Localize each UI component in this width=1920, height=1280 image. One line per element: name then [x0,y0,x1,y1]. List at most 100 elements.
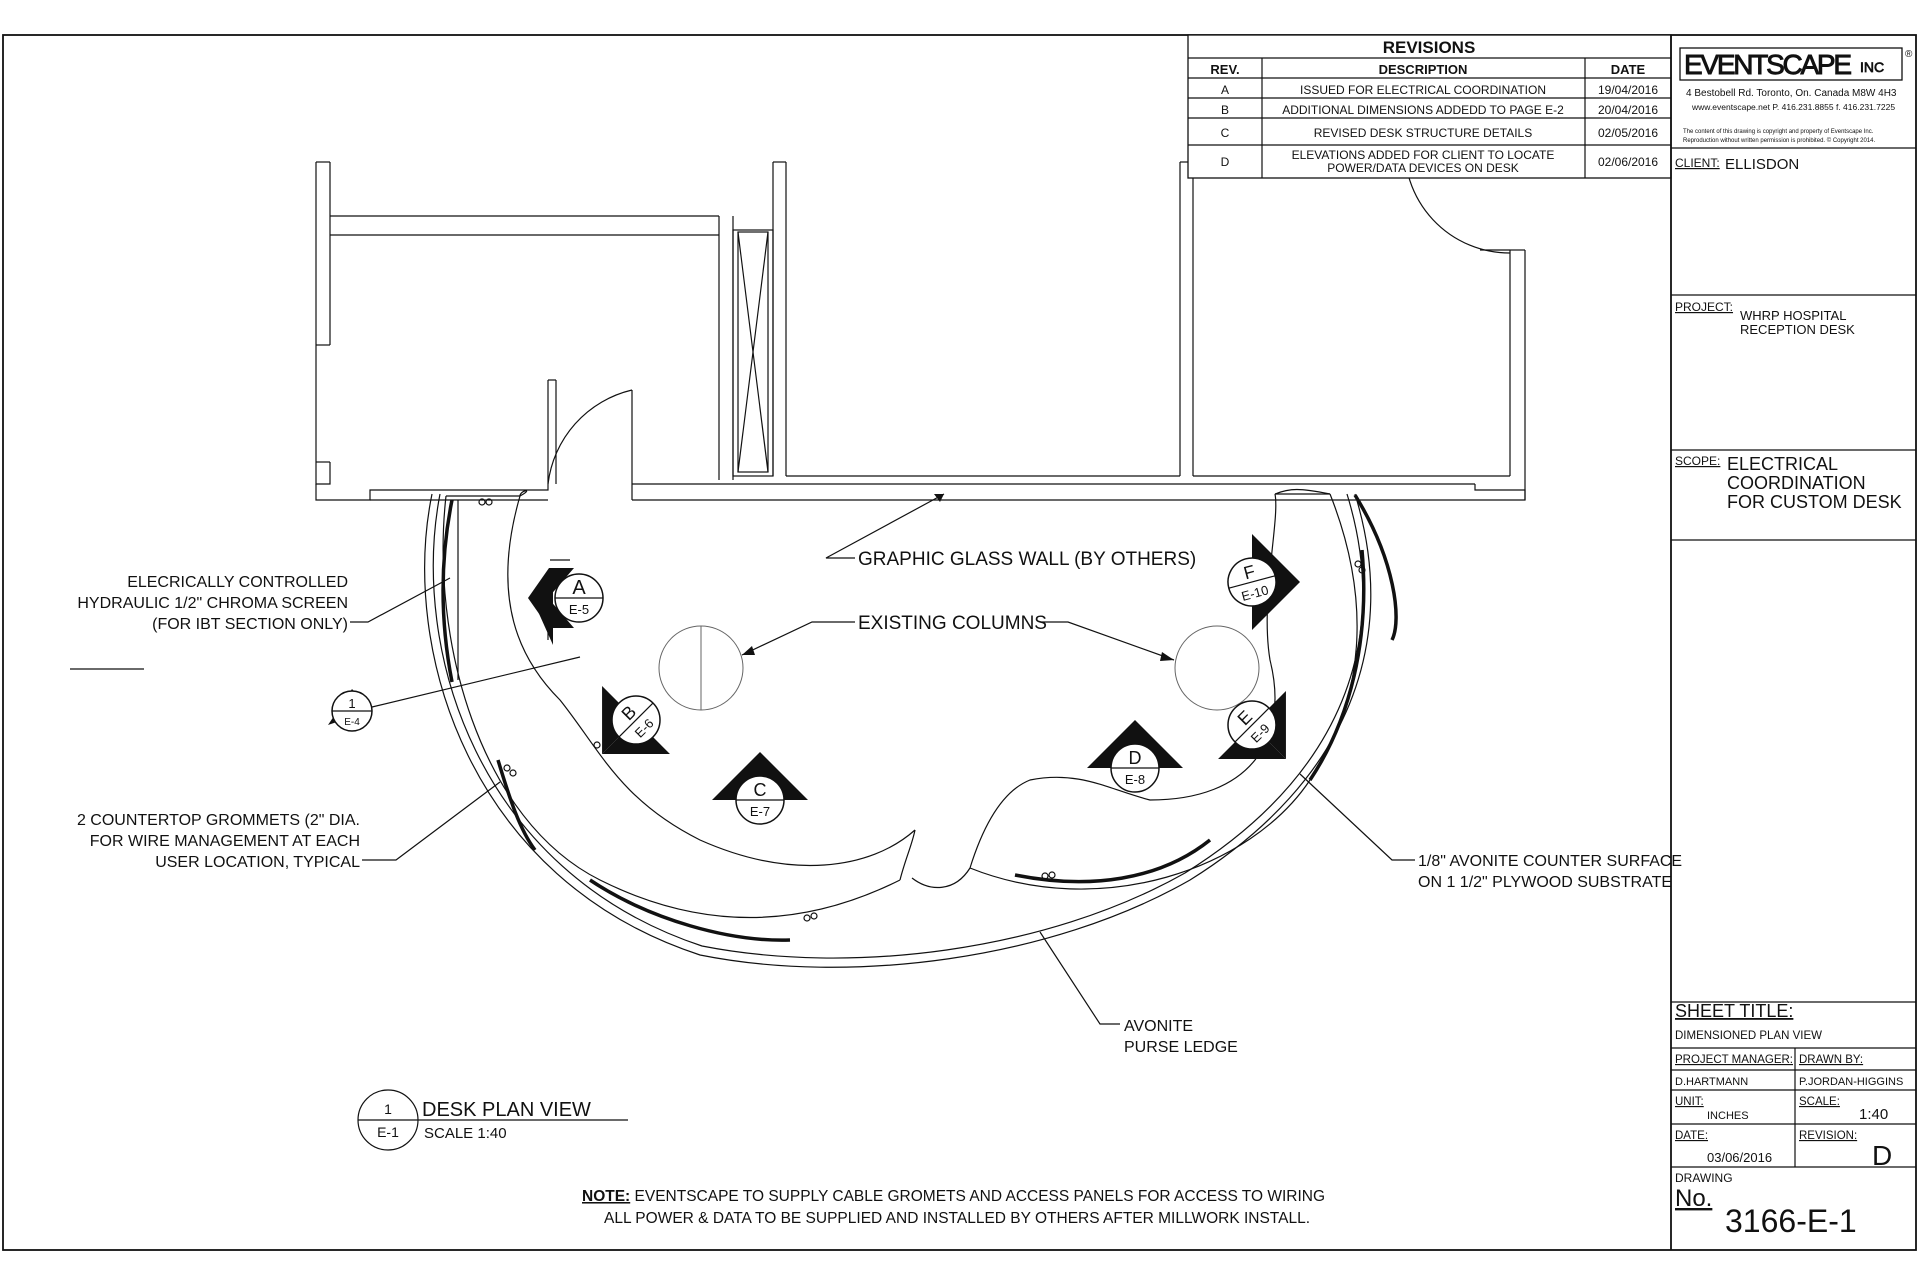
revisions-table: REVISIONS REV. DESCRIPTION DATE A ISSUED… [1187,34,1672,179]
sheet-border [2,34,1917,1251]
note-line1: NOTE: EVENTSCAPE TO SUPPLY CABLE GROMETS… [582,1188,1325,1205]
marker-c-letter: C [754,780,767,800]
copyright-1: The content of this drawing is copyright… [1683,129,1874,135]
revision-row-c-desc: REVISED DESK STRUCTURE DETAILS [1314,126,1532,140]
marker-b: B E-6 [602,686,670,754]
note-line2: ALL POWER & DATA TO BE SUPPLIED AND INST… [604,1210,1310,1227]
reception-desk [424,488,1398,968]
marker-f-letter: F [1242,561,1258,583]
label-counter-line1: 1/8" AVONITE COUNTER SURFACE [1418,853,1682,870]
note-label: NOTE: [582,1188,630,1205]
scope-label: SCOPE: [1675,454,1720,468]
drawn-label: DRAWN BY: [1799,1054,1863,1066]
marker-d-letter: D [1129,748,1142,768]
label-grommets-line1: 2 COUNTERTOP GROMMETS (2" DIA. [77,812,360,829]
label-glass-wall: GRAPHIC GLASS WALL (BY OTHERS) [858,549,1196,570]
section-markers: A E-5 B E-6 C E-7 [328,534,1300,825]
revision-label: REVISION: [1799,1130,1857,1142]
client-label: CLIENT: [1675,156,1720,170]
scope-line2: COORDINATION [1727,473,1866,493]
project-line1: WHRP HOSPITAL [1740,308,1846,323]
label-existing-columns: EXISTING COLUMNS [858,613,1047,634]
grommets [478,498,1366,922]
revision-row-b-date: 20/04/2016 [1598,103,1658,117]
view-title: 1 E-1 DESK PLAN VIEW SCALE 1:40 [357,1089,628,1151]
revision-row-d-date: 02/06/2016 [1598,155,1658,169]
revision-row-b-rev: B [1221,103,1229,117]
logo-text: EVENTSCAPE [1684,49,1854,80]
sheet-title: DIMENSIONED PLAN VIEW [1675,1030,1822,1042]
revision-row-d-rev: D [1221,155,1230,169]
label-screen-line1: ELECRICALLY CONTROLLED [127,574,348,591]
label-grommets-line3: USER LOCATION, TYPICAL [155,854,360,871]
marker-1: 1 E-4 [328,656,581,732]
scope-line3: FOR CUSTOM DESK [1727,492,1902,512]
label-screen-line3: (FOR IBT SECTION ONLY) [152,616,348,633]
pm-label: PROJECT MANAGER: [1675,1054,1793,1066]
marker-a-ref: E-5 [569,602,589,617]
existing-columns [658,625,1260,711]
project-label: PROJECT: [1675,300,1733,314]
view-title-title: DESK PLAN VIEW [422,1099,591,1121]
marker-c: C E-7 [712,752,808,825]
revision-row-a-desc: ISSUED FOR ELECTRICAL COORDINATION [1300,83,1546,97]
label-purse-line1: AVONITE [1124,1018,1193,1035]
scale-label: SCALE: [1799,1096,1840,1108]
marker-1-letter: 1 [348,696,355,711]
marker-d-ref: E-8 [1125,772,1145,787]
revision-row-c-rev: C [1221,126,1230,140]
date-value: 03/06/2016 [1707,1150,1772,1165]
label-grommets-line2: FOR WIRE MANAGEMENT AT EACH [90,833,360,850]
sheet-title-label: SHEET TITLE: [1675,1001,1793,1021]
view-title-number: 1 [384,1101,392,1117]
unit-value: INCHES [1707,1110,1749,1122]
scale-value: 1:40 [1859,1106,1888,1123]
revisions-header-date: DATE [1611,62,1646,77]
label-counter-line2: ON 1 1/2" PLYWOOD SUBSTRATE [1418,874,1672,891]
date-label: DATE: [1675,1130,1708,1142]
note-text-line1: EVENTSCAPE TO SUPPLY CABLE GROMETS AND A… [630,1188,1325,1205]
marker-a-letter: A [572,577,586,599]
scope-line1: ELECTRICAL [1727,454,1838,474]
label-screen-line2: HYDRAULIC 1/2" CHROMA SCREEN [77,595,348,612]
project-line2: RECEPTION DESK [1740,322,1855,337]
walls [315,139,1526,501]
marker-d: D E-8 [1087,720,1183,793]
revisions-title: REVISIONS [1383,38,1476,57]
copyright-2: Reproduction without written permission … [1683,137,1876,144]
marker-a: A E-5 [528,559,604,645]
contact: www.eventscape.net P. 416.231.8855 f. 41… [1691,102,1895,112]
no-label: No. [1675,1185,1712,1212]
column-right [1174,625,1260,711]
marker-f-ref: E-10 [1240,582,1270,604]
general-note: NOTE: EVENTSCAPE TO SUPPLY CABLE GROMETS… [582,1188,1325,1227]
logo-registered: ® [1905,49,1913,60]
drawing-number: 3166-E-1 [1725,1203,1857,1239]
revision-row-a-rev: A [1221,83,1229,97]
view-title-scale: SCALE 1:40 [424,1125,507,1142]
view-title-ref: E-1 [377,1124,399,1140]
marker-1-ref: E-4 [344,717,360,728]
revision-row-c-date: 02/05/2016 [1598,126,1658,140]
label-purse-line2: PURSE LEDGE [1124,1039,1238,1056]
marker-c-ref: E-7 [750,804,770,819]
logo [1679,47,1903,81]
title-block: EVENTSCAPE INC ® 4 Bestobell Rd. Toronto… [1670,35,1916,1250]
drawing-label: DRAWING [1675,1171,1733,1185]
address: 4 Bestobell Rd. Toronto, On. Canada M8W … [1686,88,1897,99]
unit-label: UNIT: [1675,1096,1704,1108]
revision-row-d-desc-2: POWER/DATA DEVICES ON DESK [1327,161,1519,175]
revision-value: D [1872,1140,1892,1171]
annotations: GRAPHIC GLASS WALL (BY OTHERS) EXISTING … [70,493,1682,1056]
revisions-header-rev: REV. [1210,62,1239,77]
revisions-header-description: DESCRIPTION [1379,62,1468,77]
marker-f: F E-10 [1227,534,1300,630]
client-value: ELLISDON [1725,156,1799,173]
drawn-value: P.JORDAN-HIGGINS [1799,1076,1903,1088]
revision-row-b-desc: ADDITIONAL DIMENSIONS ADDEDD TO PAGE E-2 [1282,103,1564,117]
revision-row-a-date: 19/04/2016 [1598,83,1658,97]
pm-value: D.HARTMANN [1675,1076,1748,1088]
revision-row-d-desc-1: ELEVATIONS ADDED FOR CLIENT TO LOCATE [1292,148,1555,162]
marker-e: E E-9 [1218,691,1286,759]
